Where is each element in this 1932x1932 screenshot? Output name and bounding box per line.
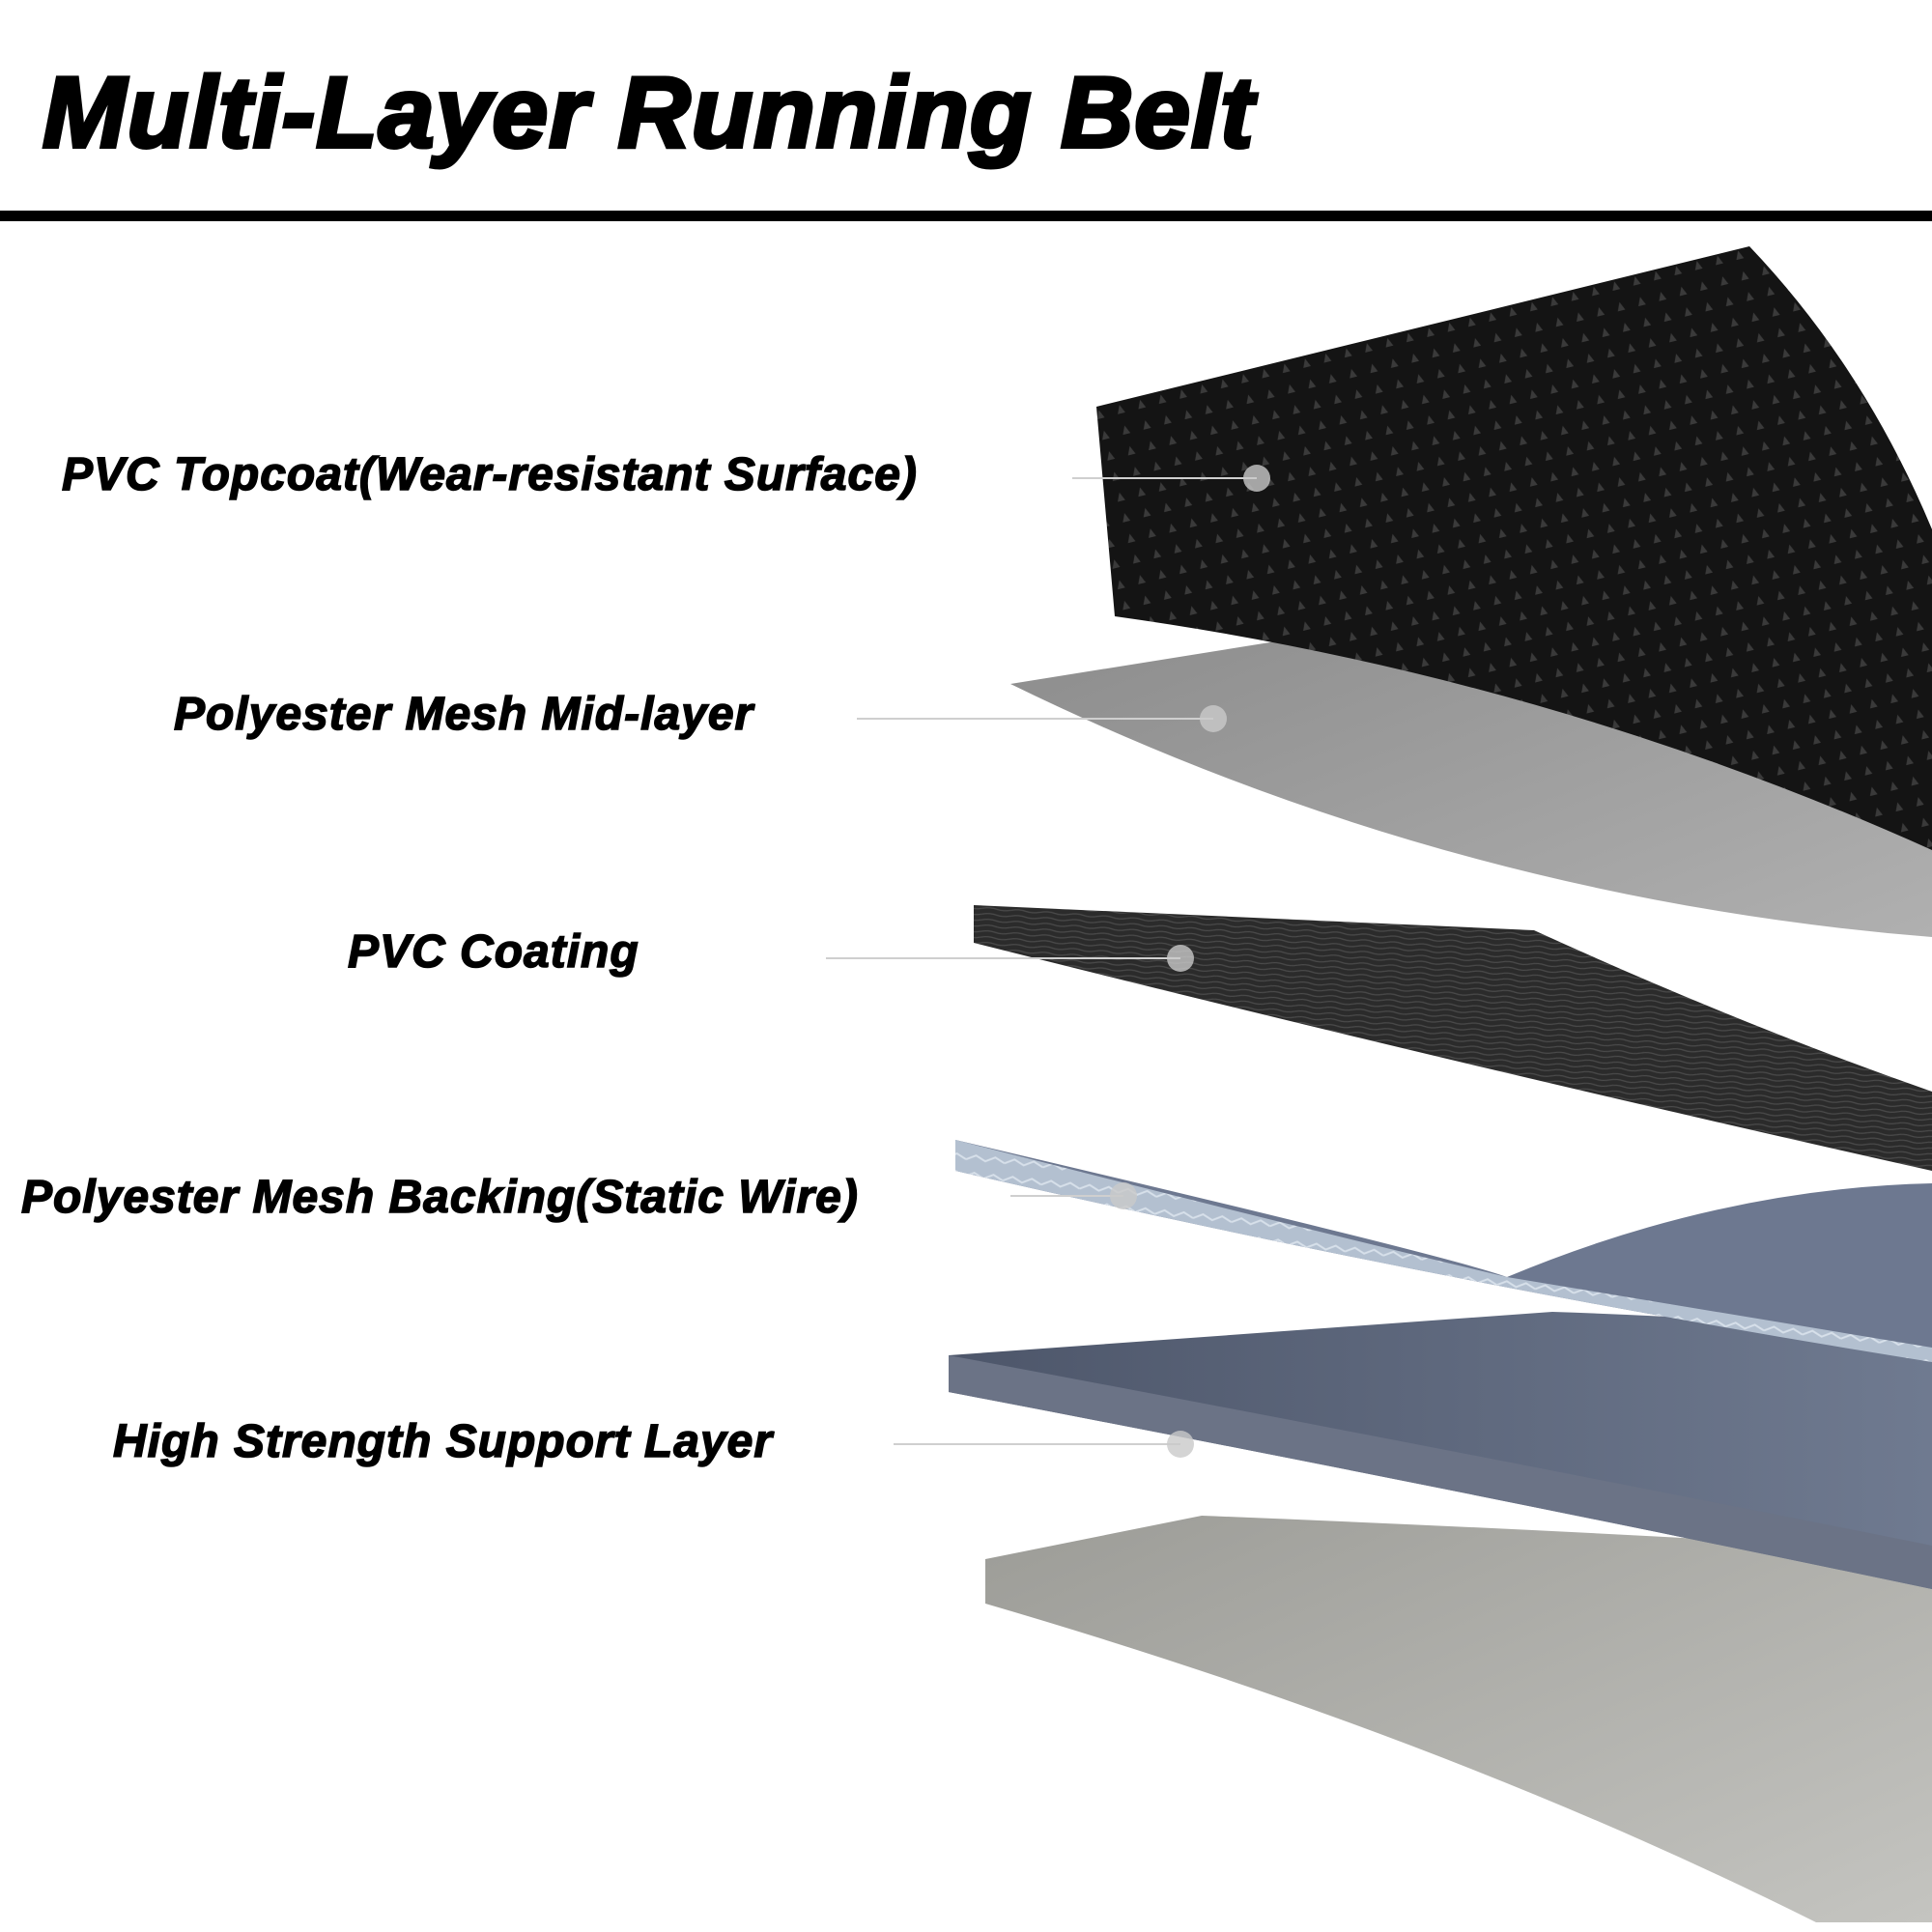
title-divider (0, 211, 1932, 221)
label-support-layer: High Strength Support Layer (112, 1415, 774, 1468)
marker-dot-1 (1243, 465, 1270, 492)
pvc-coating-layer (974, 905, 1932, 1171)
marker-dot-4 (1110, 1182, 1137, 1209)
label-pvc-coating: PVC Coating (347, 925, 639, 979)
support-layer-edge (949, 1355, 1932, 1589)
marker-dot-3 (1167, 945, 1194, 972)
backing-layer (955, 1140, 1932, 1362)
page-title: Multi-Layer Running Belt (41, 55, 1256, 171)
backing-layer-edge (955, 1140, 1932, 1362)
marker-dot-5 (1167, 1431, 1194, 1458)
label-mesh-mid-layer: Polyester Mesh Mid-layer (173, 688, 754, 741)
label-pvc-topcoat: PVC Topcoat(Wear-resistant Surface) (61, 448, 918, 501)
base-layer (985, 1516, 1932, 1922)
topcoat-layer (1096, 246, 1932, 850)
label-mesh-backing: Polyester Mesh Backing(Static Wire) (20, 1171, 859, 1224)
marker-dot-2 (1200, 705, 1227, 732)
